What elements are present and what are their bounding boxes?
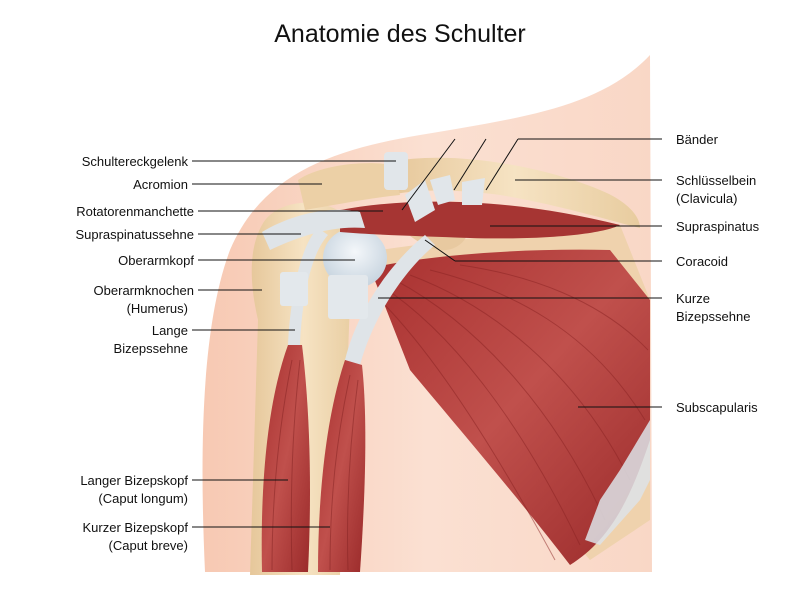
clavicle-bone [390,157,640,228]
biceps-fibers [271,359,359,571]
subscapularis-tendon [585,420,650,545]
long-head-biceps-muscle [261,345,310,572]
transverse-ligament-2 [328,275,368,319]
label-kurzer-bizepskopf: Kurzer Bizepskopf [82,520,189,535]
transverse-ligament-1 [280,272,308,306]
label-schultereckgelenk: Schultereckgelenk [81,154,188,169]
label-coracoid: Coracoid [676,254,729,269]
label-bizepssehne-kurze: Bizepssehne [676,309,751,324]
ligament-1 [405,180,435,222]
label-supraspinatussehne: Supraspinatussehne [75,227,194,242]
label-langer-bizepskopf: Langer Bizepskopf [80,473,188,488]
label-bizepssehne-lange: Bizepssehne [113,341,188,356]
label-baender: Bänder [676,132,718,147]
label-kurze: Kurze [676,291,710,306]
long-biceps-tendon [288,228,328,345]
label-caput-breve: (Caput breve) [108,538,188,553]
label-rotatorenmanchette: Rotatorenmanchette [76,204,194,219]
label-lange: Lange [151,323,188,338]
label-supraspinatus: Supraspinatus [676,219,760,234]
rotator-cuff-tendon [262,209,365,250]
label-caput-longum: (Caput longum) [98,491,188,506]
label-clavicula: (Clavicula) [676,191,738,206]
diagram-title: Anatomie des Schulter [274,20,526,48]
label-oberarmkopf: Oberarmkopf [118,253,194,268]
ligament-3 [462,178,485,205]
leader-lines-right [378,138,662,408]
humeral-head [323,228,387,288]
label-humerus: (Humerus) [126,301,188,316]
label-subscapularis: Subscapularis [676,400,758,415]
leader-lines-left [192,160,396,528]
label-acromion: Acromion [133,177,188,192]
acromion-bone [298,163,400,210]
supraspinatus-muscle [340,201,620,239]
short-biceps-tendon [345,235,435,365]
short-head-biceps-muscle [318,360,366,572]
label-schluesselbein: Schlüsselbein [676,173,757,188]
label-oberarmknochen: Oberarmknochen [93,283,194,298]
subscapularis-muscle [370,249,650,566]
ac-joint-ligament [384,152,408,190]
ligament-2 [430,175,455,205]
